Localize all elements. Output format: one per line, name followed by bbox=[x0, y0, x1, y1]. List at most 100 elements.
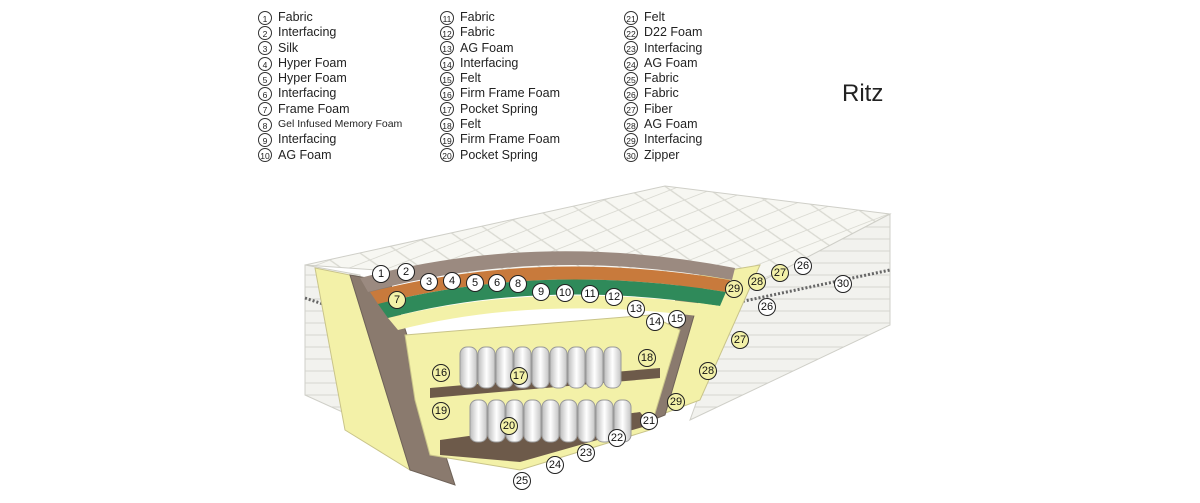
legend-number: 8 bbox=[258, 117, 272, 132]
legend-number: 13 bbox=[440, 41, 454, 56]
legend-label: AG Foam bbox=[644, 117, 698, 132]
legend-number: 4 bbox=[258, 56, 272, 71]
callout-number: 19 bbox=[435, 405, 447, 417]
callout-number: 1 bbox=[378, 268, 384, 280]
pocket-spring bbox=[531, 346, 550, 389]
pocket-spring bbox=[603, 346, 622, 389]
callout-number: 9 bbox=[538, 286, 544, 298]
callout-1: 1 bbox=[372, 265, 390, 283]
callout-circle bbox=[513, 472, 531, 490]
legend-label: Interfacing bbox=[278, 86, 337, 101]
callout-number: 29 bbox=[728, 283, 740, 295]
callout-9: 9 bbox=[532, 283, 550, 301]
callout-circle bbox=[646, 313, 664, 331]
callout-circle bbox=[834, 275, 852, 293]
callout-circle bbox=[388, 291, 406, 309]
callout-number: 26 bbox=[761, 301, 773, 313]
callout-number: 11 bbox=[584, 288, 595, 300]
callout-number: 22 bbox=[611, 432, 623, 444]
callout-circle bbox=[608, 429, 626, 447]
callout-circle bbox=[500, 417, 518, 435]
callout-4: 4 bbox=[443, 272, 461, 290]
legend-number: 17 bbox=[440, 102, 454, 117]
callout-20: 20 bbox=[500, 417, 518, 435]
callout-number: 12 bbox=[608, 291, 620, 303]
legend-label: Fabric bbox=[644, 86, 679, 101]
legend-label: Hyper Foam bbox=[278, 71, 347, 86]
legend-label: Interfacing bbox=[278, 25, 337, 40]
callout-14: 14 bbox=[646, 313, 664, 331]
pocket-spring bbox=[567, 346, 586, 389]
legend-number: 29 bbox=[624, 133, 638, 148]
callout-number: 23 bbox=[580, 447, 592, 459]
pocket-spring bbox=[523, 399, 542, 443]
pocket-spring bbox=[585, 346, 604, 389]
callout-circle bbox=[372, 265, 390, 283]
pocket-spring bbox=[595, 399, 614, 443]
callout-number: 14 bbox=[649, 316, 661, 328]
legend-item: 29 Interfacing bbox=[624, 132, 703, 148]
callout-13: 13 bbox=[627, 300, 645, 318]
pocket-spring bbox=[559, 399, 578, 443]
legend-label: Fabric bbox=[460, 25, 495, 40]
callout-circle bbox=[794, 257, 812, 275]
legend-number: 15 bbox=[440, 71, 454, 86]
callout-28: 28 bbox=[748, 273, 766, 291]
callout-circle bbox=[638, 349, 656, 367]
callout-6: 6 bbox=[488, 274, 506, 292]
legend-item: 17 Pocket Spring bbox=[440, 102, 560, 117]
zipper-line bbox=[734, 268, 891, 305]
callout-number: 27 bbox=[734, 334, 746, 346]
legend-number: 19 bbox=[440, 133, 454, 148]
callout-26: 26 bbox=[758, 298, 776, 316]
fabric-top-band bbox=[360, 251, 735, 292]
legend-number: 12 bbox=[440, 25, 454, 40]
legend-number: 10 bbox=[258, 148, 272, 163]
callout-19: 19 bbox=[432, 402, 450, 420]
legend-label: Interfacing bbox=[644, 40, 703, 55]
legend-number: 20 bbox=[440, 148, 454, 163]
legend-label: Interfacing bbox=[278, 132, 337, 147]
legend-number: 18 bbox=[440, 117, 454, 132]
callout-circle bbox=[758, 298, 776, 316]
callout-number: 3 bbox=[426, 276, 432, 288]
legend-label: Silk bbox=[278, 40, 299, 55]
callout-3: 3 bbox=[420, 273, 438, 291]
callout-10: 10 bbox=[556, 284, 574, 302]
pocket-spring bbox=[577, 399, 596, 443]
callout-12: 12 bbox=[605, 288, 623, 306]
pocket-spring bbox=[459, 346, 478, 389]
legend-number: 21 bbox=[624, 10, 638, 25]
callout-circle bbox=[748, 273, 766, 291]
legend-label: Pocket Spring bbox=[460, 101, 538, 116]
callout-number: 28 bbox=[702, 365, 714, 377]
legend-label: D22 Foam bbox=[644, 25, 703, 40]
legend-label: Firm Frame Foam bbox=[460, 132, 560, 147]
callout-number: 5 bbox=[472, 277, 478, 289]
pocket-spring bbox=[469, 399, 488, 443]
callout-circle bbox=[577, 444, 595, 462]
callout-number: 27 bbox=[774, 267, 786, 279]
legend-label: Fiber bbox=[644, 101, 673, 116]
callout-number: 29 bbox=[670, 396, 682, 408]
callout-number: 18 bbox=[641, 352, 653, 364]
legend-label: Interfacing bbox=[644, 132, 703, 147]
pocket-spring bbox=[549, 346, 568, 389]
callout-circle bbox=[627, 300, 645, 318]
legend-number: 26 bbox=[624, 87, 638, 102]
callout-circle bbox=[397, 263, 415, 281]
pocket-spring bbox=[541, 399, 560, 443]
callout-16: 16 bbox=[432, 364, 450, 382]
callout-26: 26 bbox=[794, 257, 812, 275]
